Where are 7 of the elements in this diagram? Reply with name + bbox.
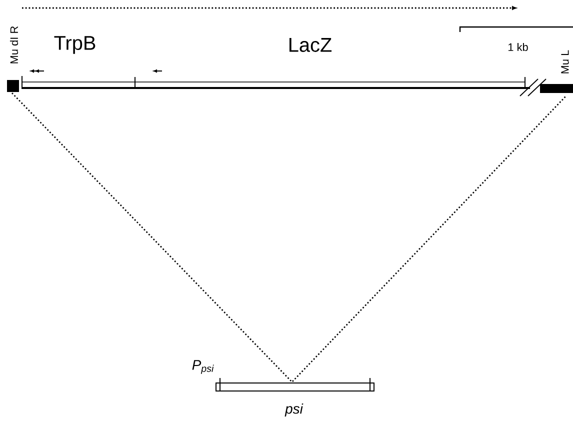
- promoter-label: P$_{psi}$: [192, 360, 214, 374]
- gene-label: psi: [284, 404, 304, 416]
- gene-label: LacZ: [290, 38, 332, 52]
- scale-label: 1 kb: [508, 42, 528, 52]
- segment-label: Mu dI R: [10, 26, 18, 64]
- segment-label: Mu L: [561, 50, 569, 74]
- gene-label: TrpB: [54, 36, 96, 54]
